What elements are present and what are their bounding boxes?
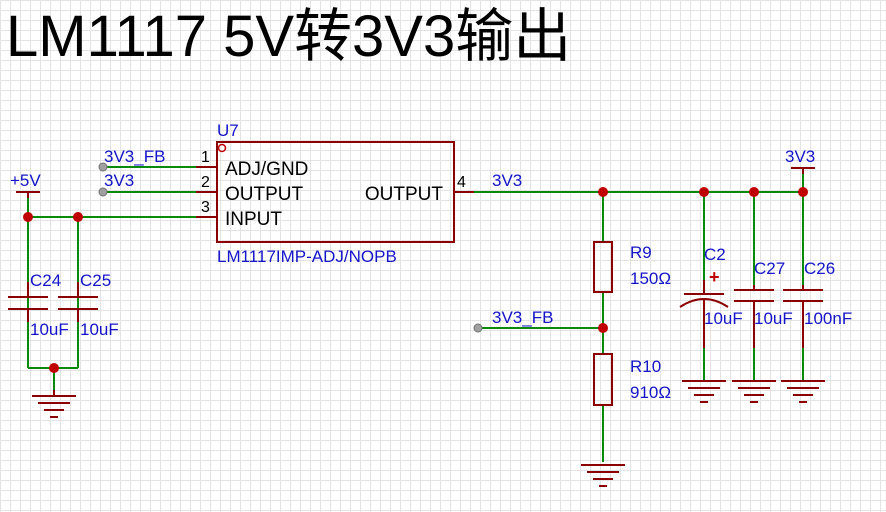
capacitor-c26: C26 100nF — [783, 259, 852, 348]
ic-pin4-number: 4 — [457, 174, 466, 191]
junction-dot — [598, 187, 608, 197]
ic-pin1-number: 1 — [201, 149, 210, 166]
c2-ref: C2 — [704, 245, 726, 264]
net-label-3v3-left: 3V3 — [104, 171, 134, 190]
r9-ref: R9 — [630, 243, 652, 262]
ic-pin2-number: 2 — [201, 174, 210, 191]
net-port-3v3-left: 3V3 — [98, 171, 134, 197]
schematic-title: LM1117 5V转3V3输出 — [6, 4, 572, 69]
c24-value: 10uF — [30, 320, 69, 339]
ic-pin3-number: 3 — [201, 199, 210, 216]
net-label-5v: +5V — [10, 171, 41, 190]
ic-designator: U7 — [217, 121, 239, 140]
power-port-3v3: 3V3 — [785, 147, 815, 174]
ic-pin2-name: OUTPUT — [225, 184, 304, 205]
power-port-5v: +5V — [10, 171, 41, 198]
ic-u7: U7 LM1117IMP-ADJ/NOPB 1 2 3 4 ADJ/GND OU… — [196, 121, 474, 266]
r9-value: 150Ω — [630, 269, 671, 288]
junction-dot — [49, 363, 59, 373]
net-label-3v3-fb-mid: 3V3_FB — [492, 308, 553, 327]
c2-polarity: + — [709, 267, 720, 287]
ic-part-number: LM1117IMP-ADJ/NOPB — [217, 247, 397, 266]
resistor-r9: R9 150Ω — [593, 241, 671, 293]
net-label-3v3-rail: 3V3 — [785, 147, 815, 166]
capacitor-c24: C24 10uF — [8, 217, 69, 339]
capacitor-c2-polarized: + C2 10uF — [679, 245, 743, 348]
net-label-3v3-out: 3V3 — [492, 171, 522, 190]
ground-symbol-c2 — [682, 380, 726, 403]
junction-dot — [798, 187, 808, 197]
junction-dot — [73, 212, 83, 222]
net-port-3v3-fb-left: 3V3_FB — [98, 147, 165, 172]
resistor-r10: R10 910Ω — [593, 353, 671, 406]
ground-symbol-c27 — [732, 380, 776, 403]
c27-ref: C27 — [754, 259, 785, 278]
ground-symbol-c26 — [781, 380, 825, 403]
r10-ref: R10 — [630, 357, 661, 376]
ground-symbol-r10 — [581, 464, 625, 487]
capacitor-c27: C27 10uF — [734, 259, 793, 348]
junction-dot — [749, 187, 759, 197]
net-label-3v3-fb-left: 3V3_FB — [104, 147, 165, 166]
ic-pin4-name: OUTPUT — [365, 184, 444, 205]
capacitor-c25: C25 10uF — [58, 271, 119, 339]
c24-ref: C24 — [30, 271, 61, 290]
c26-ref: C26 — [804, 259, 835, 278]
ic-pin3-name: INPUT — [225, 209, 282, 230]
r10-value: 910Ω — [630, 383, 671, 402]
wires — [27, 166, 804, 462]
junction-dot — [699, 187, 709, 197]
junction-dot — [598, 323, 608, 333]
c25-value: 10uF — [80, 320, 119, 339]
c2-value: 10uF — [704, 309, 743, 328]
net-port-3v3-fb-mid: 3V3_FB — [473, 308, 553, 333]
c25-ref: C25 — [80, 271, 111, 290]
ic-pin1-name: ADJ/GND — [225, 159, 308, 180]
junction-dot — [23, 212, 33, 222]
ground-symbol-left — [32, 390, 76, 418]
junction-dots — [23, 187, 808, 373]
c27-value: 10uF — [754, 309, 793, 328]
c26-value: 100nF — [804, 309, 852, 328]
